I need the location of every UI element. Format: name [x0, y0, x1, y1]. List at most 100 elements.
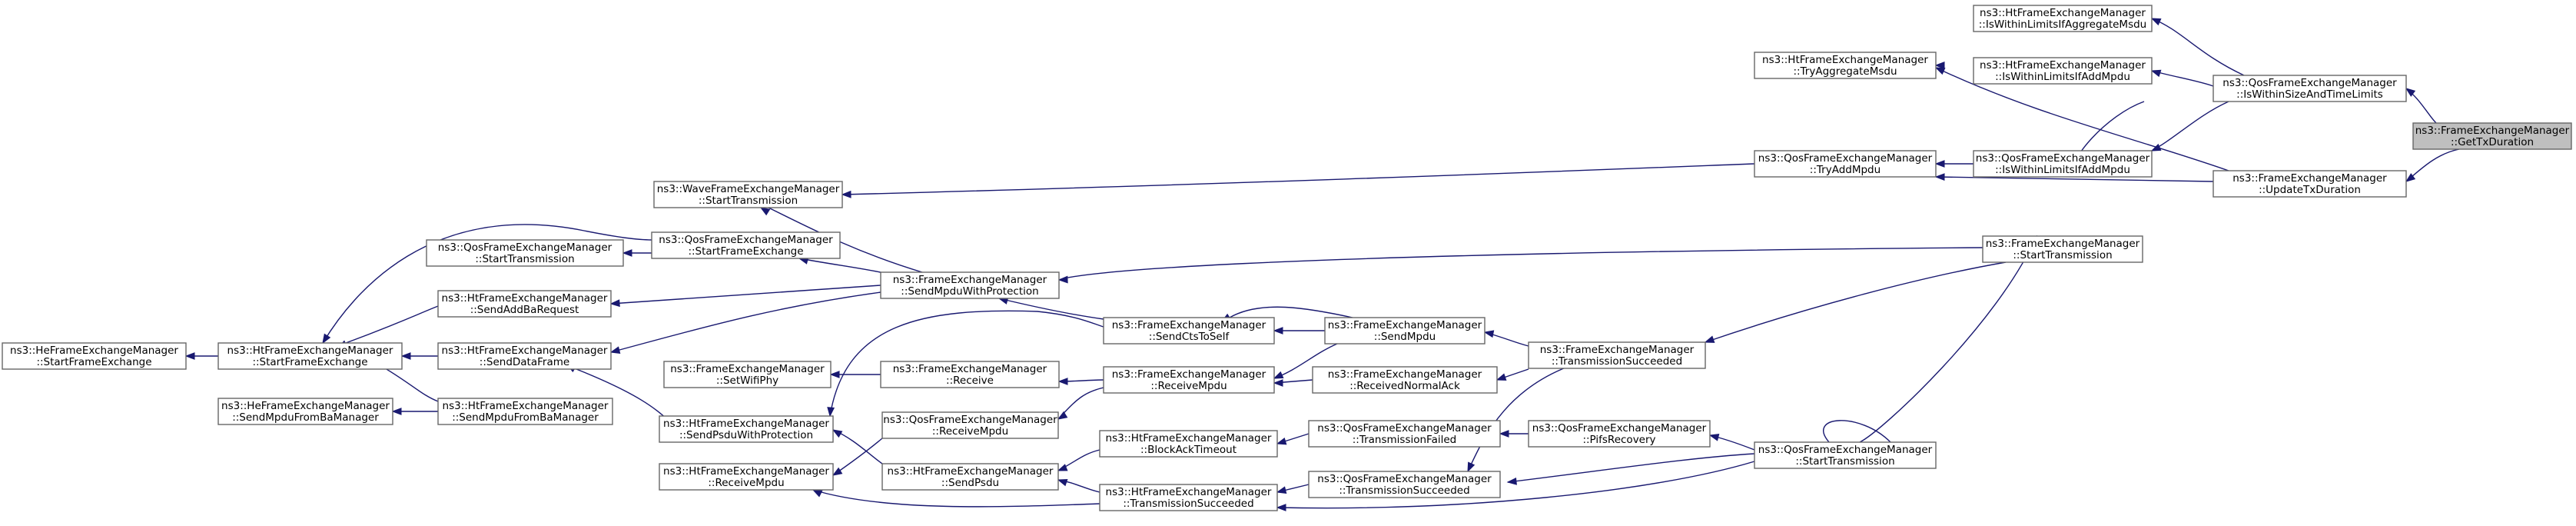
node-namespace-label: ns3::HtFrameExchangeManager — [442, 292, 608, 305]
node-box[interactable] — [2412, 122, 2572, 150]
graph-node[interactable]: ns3::FrameExchangeManager::SetWifiPhy — [663, 361, 832, 388]
node-method-label: ::SetWifiPhy — [716, 375, 778, 387]
graph-node[interactable]: ns3::HtFrameExchangeManager::TryAggregat… — [1754, 52, 1937, 79]
graph-node[interactable]: ns3::HtFrameExchangeManager::BlockAckTim… — [1099, 430, 1278, 458]
node-namespace-label: ns3::HtFrameExchangeManager — [442, 345, 608, 357]
node-box[interactable] — [653, 181, 843, 208]
graph-node[interactable]: ns3::HtFrameExchangeManager::IsWithinLim… — [1973, 57, 2153, 85]
graph-node[interactable]: ns3::FrameExchangeManager::StartTransmis… — [1982, 235, 2143, 263]
node-box[interactable] — [2, 342, 187, 370]
node-box[interactable] — [651, 231, 841, 259]
node-box[interactable] — [1099, 430, 1278, 458]
node-namespace-label: ns3::FrameExchangeManager — [893, 274, 1047, 286]
node-box[interactable] — [426, 239, 624, 267]
graph-node[interactable]: ns3::HtFrameExchangeManager::Transmissio… — [1099, 484, 1278, 511]
node-box[interactable] — [880, 361, 1060, 388]
graph-node[interactable]: ns3::HtFrameExchangeManager::SendAddBaRe… — [437, 290, 612, 318]
graph-node[interactable]: ns3::QosFrameExchangeManager::Transmissi… — [1308, 471, 1501, 498]
graph-node[interactable]: ns3::HtFrameExchangeManager::StartFrameE… — [217, 342, 403, 370]
node-box[interactable] — [659, 463, 834, 491]
call-edge — [1507, 453, 1755, 483]
graph-node[interactable]: ns3::QosFrameExchangeManager::Transmissi… — [1308, 420, 1501, 448]
call-edge — [345, 305, 439, 344]
graph-node[interactable]: ns3::FrameExchangeManager::ReceivedNorma… — [1312, 366, 1498, 394]
graph-node[interactable]: ns3::FrameExchangeManager::SendCtsToSelf — [1103, 317, 1275, 345]
node-box[interactable] — [881, 463, 1059, 491]
graph-node[interactable]: ns3::QosFrameExchangeManager::ReceiveMpd… — [881, 411, 1059, 439]
node-box[interactable] — [437, 398, 613, 425]
node-namespace-label: ns3::WaveFrameExchangeManager — [657, 183, 840, 195]
graph-node[interactable]: ns3::QosFrameExchangeManager::StartTrans… — [1754, 441, 1937, 469]
graph-node[interactable]: ns3::QosFrameExchangeManager::StartTrans… — [426, 239, 624, 267]
graph-node[interactable]: ns3::HeFrameExchangeManager::StartFrameE… — [2, 342, 187, 370]
node-box[interactable] — [1528, 420, 1711, 448]
node-box[interactable] — [1754, 150, 1937, 178]
node-box[interactable] — [1308, 420, 1501, 448]
node-namespace-label: ns3::FrameExchangeManager — [1112, 319, 1266, 331]
graph-node[interactable]: ns3::FrameExchangeManager::UpdateTxDurat… — [2213, 170, 2407, 198]
node-method-label: ::TransmissionSucceeded — [1339, 484, 1469, 497]
arrowhead — [841, 190, 851, 198]
node-box[interactable] — [1324, 317, 1486, 345]
node-box[interactable] — [1099, 484, 1278, 511]
node-method-label: ::StartTransmission — [699, 195, 798, 207]
node-method-label: ::StartTransmission — [475, 253, 574, 265]
node-box[interactable] — [659, 415, 834, 443]
node-box[interactable] — [1754, 52, 1937, 79]
node-box[interactable] — [1103, 366, 1275, 394]
node-box[interactable] — [1982, 235, 2143, 263]
graph-node[interactable]: ns3::FrameExchangeManager::SendMpdu — [1324, 317, 1486, 345]
graph-node[interactable]: ns3::HtFrameExchangeManager::ReceiveMpdu — [659, 463, 834, 491]
node-box[interactable] — [1103, 317, 1275, 345]
graph-node[interactable]: ns3::FrameExchangeManager::Receive — [880, 361, 1060, 388]
node-method-label: ::StartTransmission — [1795, 455, 1894, 468]
graph-node[interactable]: ns3::QosFrameExchangeManager::IsWithinLi… — [1973, 150, 2153, 178]
graph-node[interactable]: ns3::QosFrameExchangeManager::TryAddMpdu — [1754, 150, 1937, 178]
graph-node[interactable]: ns3::HtFrameExchangeManager::SendPsduWit… — [659, 415, 834, 443]
graph-node[interactable]: ns3::FrameExchangeManager::GetTxDuration — [2412, 122, 2572, 150]
node-namespace-label: ns3::HtFrameExchangeManager — [443, 400, 609, 412]
node-box[interactable] — [217, 398, 393, 425]
node-box[interactable] — [881, 411, 1059, 439]
graph-node[interactable]: ns3::FrameExchangeManager::TransmissionS… — [1528, 341, 1706, 369]
call-edge — [1705, 261, 2007, 343]
call-edge — [2151, 18, 2245, 76]
graph-node[interactable]: ns3::HtFrameExchangeManager::SendDataFra… — [437, 342, 612, 370]
graph-node[interactable]: ns3::FrameExchangeManager::ReceiveMpdu — [1103, 366, 1275, 394]
node-namespace-label: ns3::QosFrameExchangeManager — [883, 414, 1057, 426]
node-method-label: ::SendMpduFromBaManager — [232, 411, 379, 424]
graph-node[interactable]: ns3::FrameExchangeManager::SendMpduWithP… — [880, 271, 1060, 299]
node-box[interactable] — [1973, 150, 2153, 178]
node-box[interactable] — [1308, 471, 1501, 498]
node-box[interactable] — [437, 290, 612, 318]
call-edge — [610, 291, 881, 353]
node-method-label: ::Receive — [946, 375, 994, 387]
arrowhead — [622, 249, 632, 257]
arrowhead — [1934, 62, 1945, 69]
arrowhead — [1704, 335, 1715, 343]
call-edge — [842, 163, 1755, 195]
node-box[interactable] — [1973, 57, 2153, 85]
graph-node[interactable]: ns3::WaveFrameExchangeManager::StartTran… — [653, 181, 843, 208]
node-box[interactable] — [1528, 341, 1706, 369]
call-edge — [2151, 101, 2229, 151]
node-box[interactable] — [1754, 441, 1937, 469]
node-box[interactable] — [2213, 170, 2407, 198]
node-box[interactable] — [880, 271, 1060, 299]
node-box[interactable] — [663, 361, 832, 388]
graph-node[interactable]: ns3::QosFrameExchangeManager::StartFrame… — [651, 231, 841, 259]
graph-node[interactable]: ns3::HtFrameExchangeManager::SendMpduFro… — [437, 398, 613, 425]
node-namespace-label: ns3::QosFrameExchangeManager — [1758, 152, 1933, 165]
graph-node[interactable]: ns3::QosFrameExchangeManager::IsWithinSi… — [2213, 75, 2407, 102]
node-box[interactable] — [217, 342, 403, 370]
arrowhead — [1499, 430, 1509, 438]
node-box[interactable] — [1973, 5, 2153, 32]
graph-node[interactable]: ns3::HtFrameExchangeManager::IsWithinLim… — [1973, 5, 2153, 32]
graph-node[interactable]: ns3::HtFrameExchangeManager::SendPsdu — [881, 463, 1059, 491]
node-box[interactable] — [2213, 75, 2407, 102]
graph-node[interactable]: ns3::QosFrameExchangeManager::PifsRecove… — [1528, 420, 1711, 448]
graph-node[interactable]: ns3::HeFrameExchangeManager::SendMpduFro… — [217, 398, 393, 425]
node-box[interactable] — [437, 342, 612, 370]
call-edge — [812, 489, 1100, 508]
node-box[interactable] — [1312, 366, 1498, 394]
